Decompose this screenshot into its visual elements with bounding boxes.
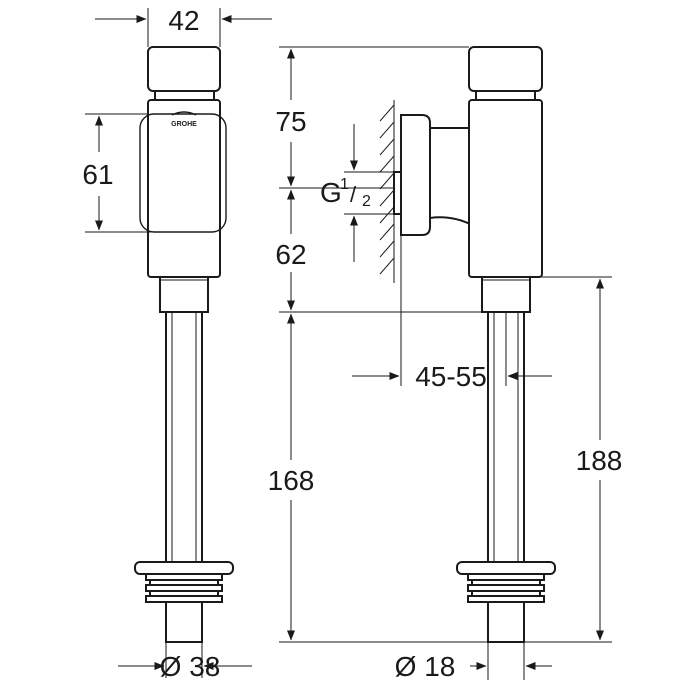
dim-pipe-length: 168 [268,465,315,496]
thread-denominator: 2 [362,193,371,210]
front-push-button [147,46,221,92]
side-view [379,46,556,643]
front-cover-plate [139,113,227,233]
front-connection-sleeve [145,573,223,603]
front-button-collar [154,90,215,101]
dim-pipe-diameter: Ø 18 [395,651,456,682]
front-connector [159,276,209,313]
front-pipe-flange [134,561,234,575]
side-pipe-flange [456,561,556,575]
brand-logo: GROHE [171,111,197,128]
side-push-button [468,46,543,92]
dim-thread-size: G 1 / 2 [320,176,371,210]
dim-lower-height: 62 [275,239,306,270]
side-button-collar [475,90,536,101]
brand-logo-text: GROHE [171,121,197,128]
front-pipe-stub [165,601,203,643]
side-connection-sleeve [467,573,545,603]
thread-label: G [320,177,342,208]
dimension-lines [85,8,612,680]
wall-hatch [379,100,395,283]
side-valve-body [468,99,543,278]
side-connector [481,276,531,313]
thread-numerator: 1 [340,176,349,193]
side-pipe-stub [487,601,525,643]
front-view: GROHE [134,46,234,643]
dim-projection: 45-55 [415,361,487,392]
dim-body-width: 42 [168,5,199,36]
dimension-labels: 42 61 75 G 1 / 2 62 45-55 168 188 Ø 38 Ø… [82,5,622,682]
side-inlet-thread [393,171,402,215]
dim-front-height: 61 [82,159,113,190]
front-flush-pipe [165,311,203,563]
side-wall-flange [400,114,431,236]
dim-top-height: 75 [275,106,306,137]
side-connector-arm [429,127,473,227]
dim-collar-diameter: Ø 38 [160,651,221,682]
dim-overall-length: 188 [576,445,623,476]
thread-slash: / [350,182,357,207]
